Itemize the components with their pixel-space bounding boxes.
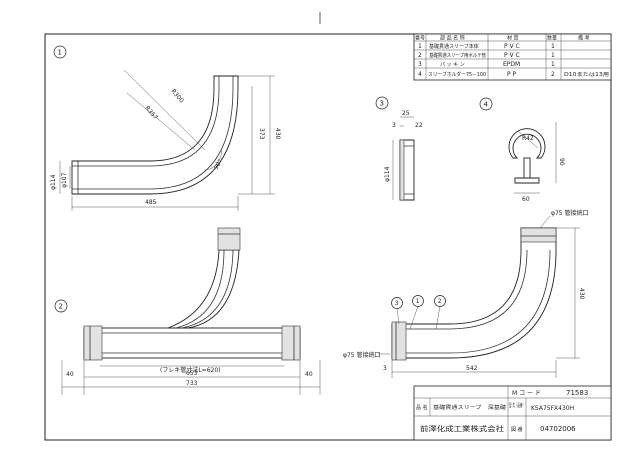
v3-22: 22 <box>415 122 423 129</box>
view-2-sleeve: 2 (フレキ管寸法L=620) 653 733 40 40 <box>54 227 321 395</box>
left-port-label: φ75 管接続口 <box>343 351 381 359</box>
v1-r357: R357 <box>143 105 159 122</box>
v2-flex: (フレキ管寸法L=620) <box>160 366 221 374</box>
row2-name: 基礎貫通スリーブ用ボルテ管 <box>429 52 486 59</box>
table-header-qty: 数量 <box>547 35 557 42</box>
row2-qty: 1 <box>551 52 555 59</box>
row1-qty: 1 <box>551 43 555 50</box>
row2-material: P V C <box>504 52 520 59</box>
v1-r300: R300 <box>169 88 185 105</box>
v1-angle: 90° <box>213 158 224 171</box>
row4-qty: 2 <box>551 71 555 78</box>
v3-3: 3 <box>392 122 396 129</box>
row3-material: EPDM <box>503 61 520 68</box>
top-port-label: φ75 管接続口 <box>551 209 589 217</box>
view-4-holder: 4 R42 90 60 <box>479 97 565 203</box>
callout-3: 3 <box>395 300 399 307</box>
view-1-label: 1 <box>58 49 62 57</box>
v1-d107: φ107 <box>61 172 68 188</box>
v3-25: 25 <box>402 110 410 117</box>
title-block: M コ ー ド 71583 品 名 基礎貫通スリーブ 深基礎 型 式（品番） K… <box>413 385 612 441</box>
assembly-view: 3 1 2 φ75 管接続口 φ75 管接続口 430 542 3 <box>343 209 589 378</box>
table-header-no: 番号 <box>415 35 425 42</box>
row1-name: 基礎貫通スリーブ本体 <box>429 43 479 50</box>
row2-no: 2 <box>418 52 422 59</box>
view-1-elbow: 1 R300 R357 90° φ114 φ107 373 430 485 <box>50 45 281 211</box>
row4-material: P P <box>507 71 517 78</box>
mcode-value: 71583 <box>566 389 588 397</box>
drawing-border <box>44 33 612 441</box>
drawing-no-label: 図 番 <box>511 426 523 433</box>
table-header-material: 材 質 <box>507 35 519 42</box>
row3-qty: 1 <box>551 61 555 68</box>
view-3-label: 3 <box>380 100 384 108</box>
table-header-name: 部 品 名 称 <box>440 35 465 42</box>
row1-material: P V C <box>504 43 520 50</box>
model-label: 型 式（品番） <box>509 402 525 409</box>
drawing-no-value: 04702006 <box>540 425 576 433</box>
name-label: 品 名 <box>416 404 428 411</box>
v2-653: 653 <box>186 370 198 377</box>
row1-no: 1 <box>418 43 422 50</box>
v2-40-right: 40 <box>305 371 313 378</box>
mcode-label: M コ ー ド <box>512 390 541 397</box>
row3-no: 3 <box>418 61 422 68</box>
company-name: 前澤化成工業株式会社 <box>420 424 504 433</box>
row4-note: D10または13用 <box>564 72 609 78</box>
name-value: 基礎貫通スリーブ 深基礎 <box>433 404 506 411</box>
row4-no: 4 <box>418 71 422 78</box>
table-header-note: 備 考 <box>578 35 590 42</box>
v1-h430: 430 <box>274 128 281 140</box>
v1-h373: 373 <box>258 128 265 140</box>
v1-d114: φ114 <box>50 174 57 190</box>
view-4-label: 4 <box>484 101 489 109</box>
asm-t3: 3 <box>383 365 387 372</box>
v4-r42: R42 <box>522 135 534 142</box>
parts-table: 番号 部 品 名 称 材 質 数量 備 考 1 基礎貫通スリーブ本体 P V C… <box>413 33 612 81</box>
v2-733: 733 <box>186 380 198 387</box>
callout-2: 2 <box>438 298 442 305</box>
row4-name: スリーブホルダー75－100 <box>428 71 486 78</box>
model-value: KSA75FX430H <box>531 405 574 412</box>
v1-w485: 485 <box>145 199 157 206</box>
v3-d114: φ114 <box>384 166 391 182</box>
v2-40-left: 40 <box>66 371 74 378</box>
v4-h90: 90 <box>558 158 565 166</box>
v4-w60: 60 <box>522 196 530 203</box>
asm-w542: 542 <box>466 365 478 372</box>
asm-h430: 430 <box>578 288 585 300</box>
view-3-gasket: 3 25 3 22 φ114 <box>375 96 423 201</box>
row3-name: パ ッ キ ン <box>440 62 465 68</box>
callout-1: 1 <box>416 298 420 305</box>
view-2-label: 2 <box>59 303 63 311</box>
